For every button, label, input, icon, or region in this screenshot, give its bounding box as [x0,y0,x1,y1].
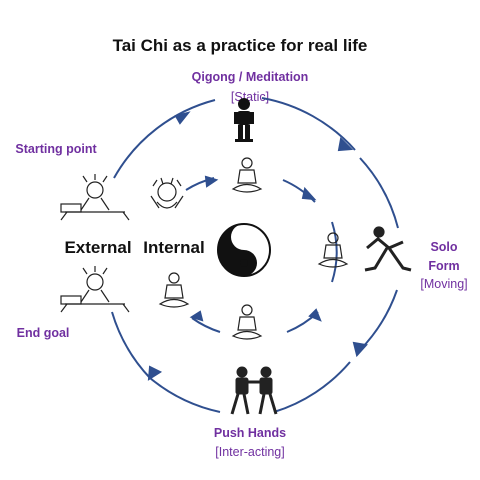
outer-arc-7 [111,311,151,379]
inner-arrow-4 [189,310,204,322]
label-solo: Solo [430,240,458,254]
label-solo-sub: [Moving] [420,277,468,291]
inner-arc-1 [185,177,215,191]
label-qigong: Qigong / Meditation [191,70,309,84]
solo-form-figure-icon [364,226,412,272]
outer-arrow-bottom-left [147,365,163,381]
outer-arrow-right-bottom [352,341,368,358]
outer-arc-1 [113,99,216,179]
inner-arc-5 [191,317,221,333]
label-end-goal: End goal [16,326,70,340]
meditating-figure-icon [231,157,263,193]
meditating-figure-icon [231,304,263,340]
label-external: External [64,238,132,257]
label-form: Form [428,259,460,273]
push-hands-figures-icon [230,366,278,415]
stressed-figure-icon [60,266,130,313]
outer-arc-4 [359,289,398,351]
label-push-sub: [Inter-acting] [215,445,285,459]
outer-arc-3 [359,157,399,229]
yin-yang-icon [217,223,271,277]
standing-figure-icon [234,98,254,142]
meditating-figure-icon [158,272,190,308]
outer-arrow-top-right [337,136,354,152]
outer-arrow-top-left [174,111,191,125]
outer-arc-2 [261,97,356,151]
meditating-figure-icon [317,232,349,268]
inner-arc-3 [331,221,338,283]
label-internal: Internal [143,238,205,257]
stressed-figure-icon [60,174,130,221]
label-starting-point: Starting point [15,142,97,156]
inner-arrow-2 [301,186,317,201]
outer-cycle [111,97,399,413]
stressed-figure-icon [150,177,184,209]
outer-arc-5 [273,361,351,413]
diagram-title: Tai Chi as a practice for real life [112,36,368,55]
inner-arc-2 [282,179,316,203]
inner-arrow-1 [204,175,219,188]
inner-arrow-3 [308,308,322,322]
inner-cycle [185,175,338,333]
outer-arc-6 [149,377,221,413]
label-push-hands: Push Hands [213,426,287,440]
